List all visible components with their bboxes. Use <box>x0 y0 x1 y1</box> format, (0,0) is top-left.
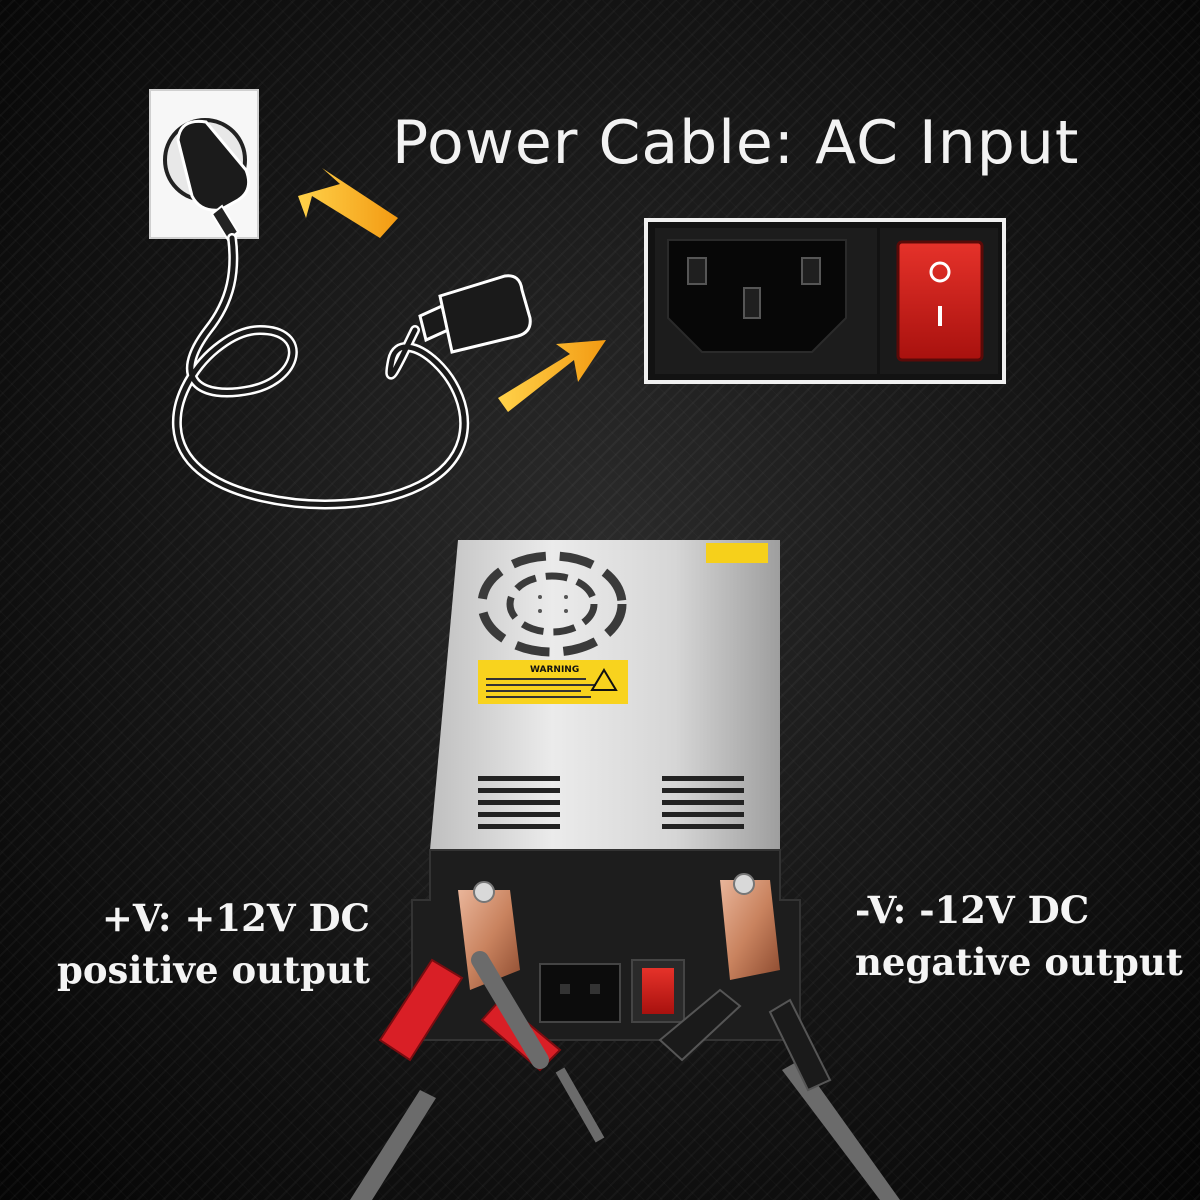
alligator-clip-icon <box>658 873 900 1200</box>
negative-label-line2: negative output <box>855 940 1183 984</box>
alligator-clip-icon <box>350 881 605 1200</box>
warning-sticker: WARNING <box>478 660 628 704</box>
fan-grille <box>477 551 627 657</box>
negative-label-line1: -V: -12V DC <box>855 888 1090 932</box>
arrow-icon <box>298 168 606 412</box>
negative-output-label: -V: -12V DC negative output <box>855 884 1183 988</box>
warning-text: WARNING <box>530 665 579 675</box>
page-title: Power Cable: AC Input <box>392 108 1080 178</box>
rocker-switch-icon <box>896 240 984 362</box>
vent-slots <box>478 776 744 829</box>
iec-connector-icon <box>418 274 532 354</box>
ac-inlet-closeup <box>644 218 1006 384</box>
positive-label-line1: +V: +12V DC <box>101 896 370 940</box>
power-plug-icon <box>172 119 469 510</box>
positive-label-line2: positive output <box>56 948 370 992</box>
positive-output-label: +V: +12V DC positive output <box>57 892 370 996</box>
